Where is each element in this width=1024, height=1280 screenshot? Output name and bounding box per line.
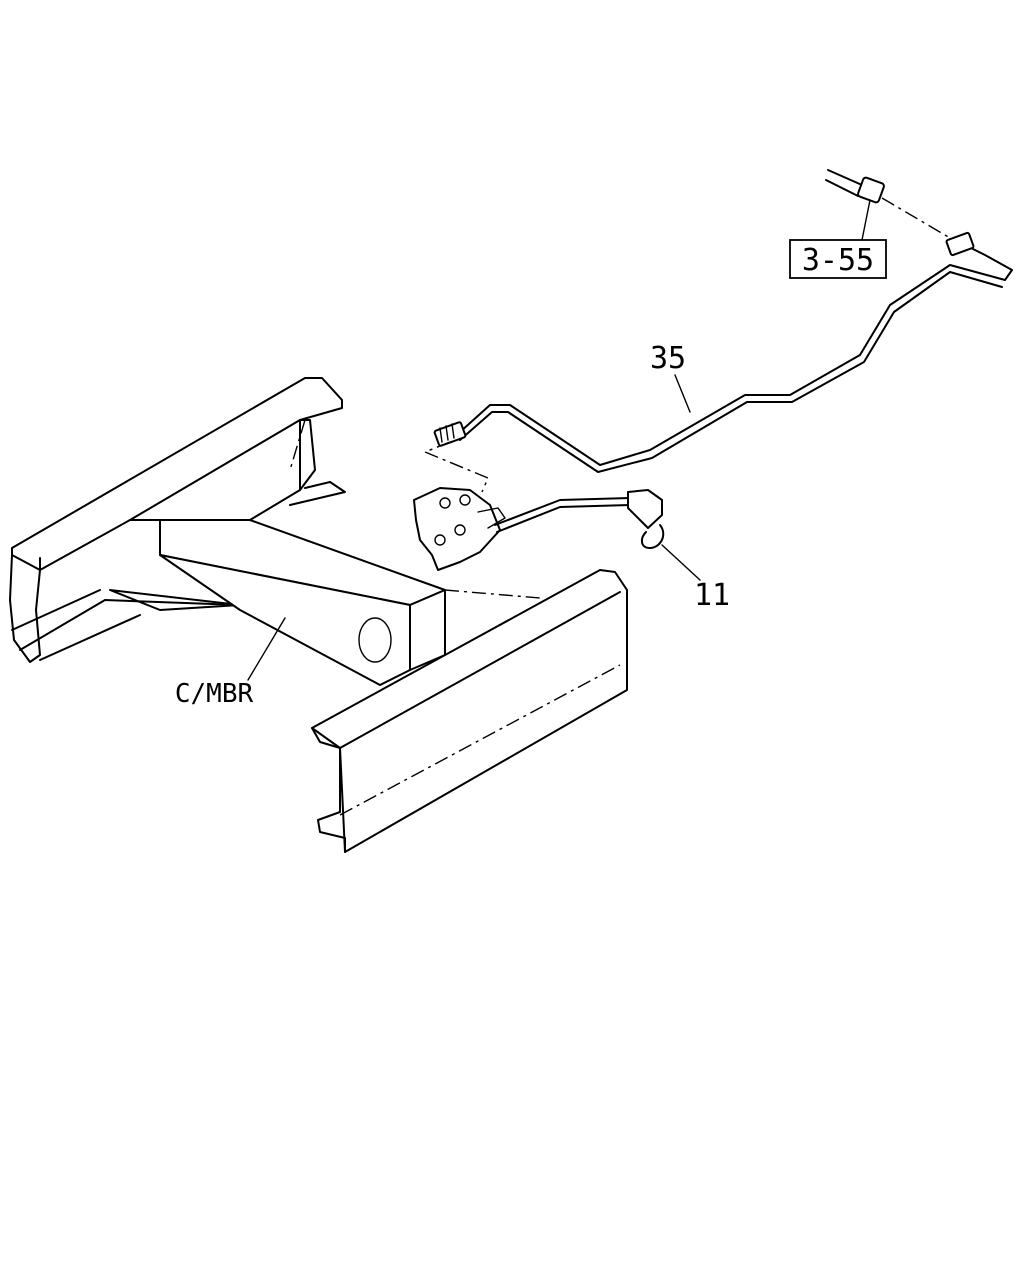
ref-box-frame — [789, 239, 887, 279]
valve-assembly — [413, 441, 663, 571]
cross-member-callout: C/MBR — [175, 679, 254, 709]
right-frame-rail — [311, 569, 628, 853]
hook-clip — [640, 524, 701, 581]
clip-callout: 11 — [694, 578, 730, 613]
ref-box-label[interactable]: 3-55 — [802, 243, 874, 278]
brake-pipe — [433, 231, 1013, 473]
left-frame-rail — [9, 377, 343, 663]
pipe-callout: 35 — [650, 341, 686, 376]
cross-member-leader-line — [247, 617, 286, 681]
cross-member — [159, 481, 541, 686]
upper-connector — [825, 169, 951, 241]
pipe-leader-line — [674, 374, 691, 413]
